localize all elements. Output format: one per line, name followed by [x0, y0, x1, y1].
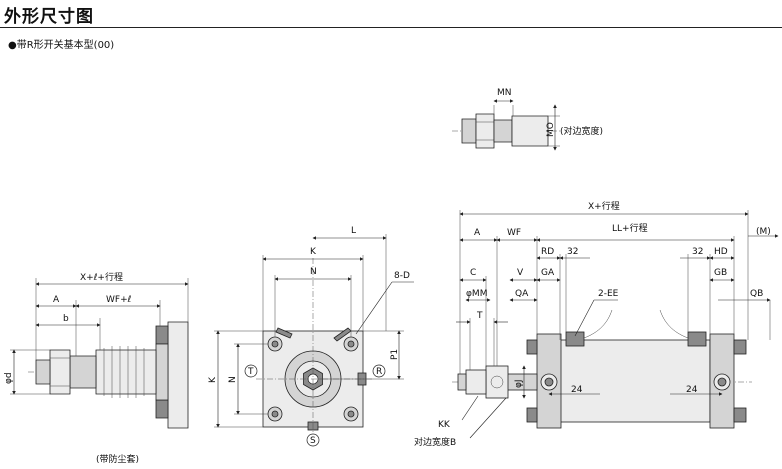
label-side-2ee: 2-EE [598, 289, 619, 299]
label-end-s: S [310, 436, 316, 446]
label-side-32a: 32 [567, 247, 578, 257]
label-side-qa: QA [515, 289, 529, 299]
title-rule [0, 27, 782, 28]
label-boot-x-stroke: X+ℓ+行程 [80, 271, 123, 283]
label-side-phi-mm: φMM [466, 289, 487, 299]
page-title: 外形尺寸图 [4, 7, 94, 27]
label-mo: MO [546, 122, 556, 137]
label-boot-wf: WF+ℓ [106, 295, 131, 305]
label-side-ll-stroke: LL+行程 [612, 222, 648, 234]
label-side-t: T [476, 311, 483, 321]
label-side-m: (M) [756, 227, 771, 237]
label-mo-note: (对边宽度) [560, 125, 603, 137]
label-side-gb: GB [714, 268, 727, 278]
label-end-t: T [247, 367, 254, 377]
label-boot-a: A [53, 295, 60, 305]
label-side-24b: 24 [686, 385, 698, 395]
label-side-x-stroke: X+行程 [588, 200, 620, 212]
label-side-wf: WF [507, 228, 521, 238]
label-mn: MN [497, 88, 512, 98]
label-side-across-flats-b: 对边宽度B [414, 436, 456, 448]
label-side-rd: RD [541, 247, 554, 257]
label-boot-phi-d: φd [4, 372, 14, 384]
label-side-24a: 24 [571, 385, 583, 395]
boot-view [10, 278, 190, 429]
end-view [214, 234, 414, 447]
label-side-hd: HD [714, 247, 728, 257]
label-end-n-top: N [310, 267, 317, 277]
label-end-k-side: K [208, 376, 218, 383]
label-boot-caption: (带防尘套) [96, 453, 139, 465]
rod-end-detail [452, 99, 560, 151]
label-end-p1: P1 [390, 349, 400, 360]
label-side-a: A [474, 228, 481, 238]
label-side-qb: QB [750, 289, 763, 299]
label-side-v: V [517, 268, 524, 278]
side-view [452, 210, 779, 439]
label-side-phi-j: φJ [514, 379, 524, 388]
label-side-ga: GA [541, 268, 555, 278]
label-side-c: C [470, 268, 476, 278]
label-end-l: L [351, 226, 356, 236]
label-side-32b: 32 [692, 247, 703, 257]
label-boot-b: b [63, 314, 69, 324]
label-end-k-top: K [310, 247, 317, 257]
label-end-r: R [376, 367, 382, 377]
label-side-kk: KK [438, 420, 451, 430]
subtitle: ●带R形开关基本型(00) [8, 40, 115, 51]
label-end-n-side: N [228, 376, 238, 383]
label-end-8d: 8-D [394, 271, 410, 281]
